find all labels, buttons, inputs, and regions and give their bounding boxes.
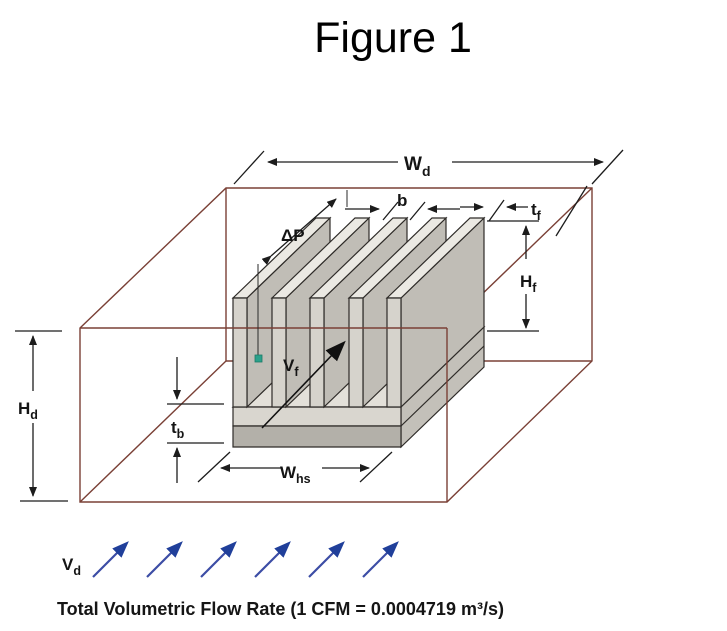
heatsink-base-front-strip: [232, 406, 402, 427]
label-channel-gap: b: [397, 191, 407, 210]
fin-front: [309, 297, 325, 408]
label-fin-height: Hf: [520, 272, 537, 295]
label-pressure-drop: ΔP: [281, 226, 305, 245]
flow-rate-caption: Total Volumetric Flow Rate (1 CFM = 0.00…: [57, 599, 504, 619]
dim-heatsink-width: Whs: [197, 451, 393, 486]
label-fin-thickness: tf: [531, 200, 542, 223]
tf-long-tick: [555, 185, 588, 237]
heatsink-base-front: [232, 425, 402, 448]
pressure-probe-marker: [254, 354, 263, 363]
fin-front: [348, 297, 364, 408]
whs-left-tick: [197, 451, 231, 483]
b-left-tick: [382, 201, 399, 221]
dim-base-thickness: tb: [167, 357, 224, 483]
label-duct-velocity: Vd: [62, 555, 81, 578]
whs-right-tick: [359, 451, 393, 483]
duct-flow-arrows: Vd: [62, 541, 399, 578]
label-base-thickness: tb: [171, 418, 185, 441]
label-fin-velocity: Vf: [283, 356, 299, 379]
dim-pressure-drop: ΔP: [254, 198, 337, 363]
dim-duct-height: Hd: [15, 330, 68, 502]
wd-right-tick: [591, 149, 624, 185]
label-duct-height: Hd: [18, 399, 38, 422]
dim-fin-height: Hf: [487, 220, 539, 332]
fin-front: [386, 297, 402, 408]
dim-channel-gap: b: [345, 190, 460, 221]
tf-tick: [488, 199, 505, 222]
b-right-tick: [409, 201, 426, 221]
wd-left-tick: [233, 150, 265, 185]
fin-velocity-arrow: Vf: [261, 340, 346, 429]
heatsink-base-side-step-edge: [400, 345, 485, 427]
fin-front: [271, 297, 287, 408]
duct-bottom-left-depth-edge: [79, 360, 227, 503]
dim-duct-width: Wd: [233, 149, 624, 185]
dim-fin-thickness: tf: [460, 185, 588, 237]
label-duct-width: Wd: [404, 154, 431, 179]
fin-front: [232, 297, 248, 408]
figure-title: Figure 1: [314, 14, 472, 62]
label-heatsink-width: Whs: [280, 463, 311, 486]
